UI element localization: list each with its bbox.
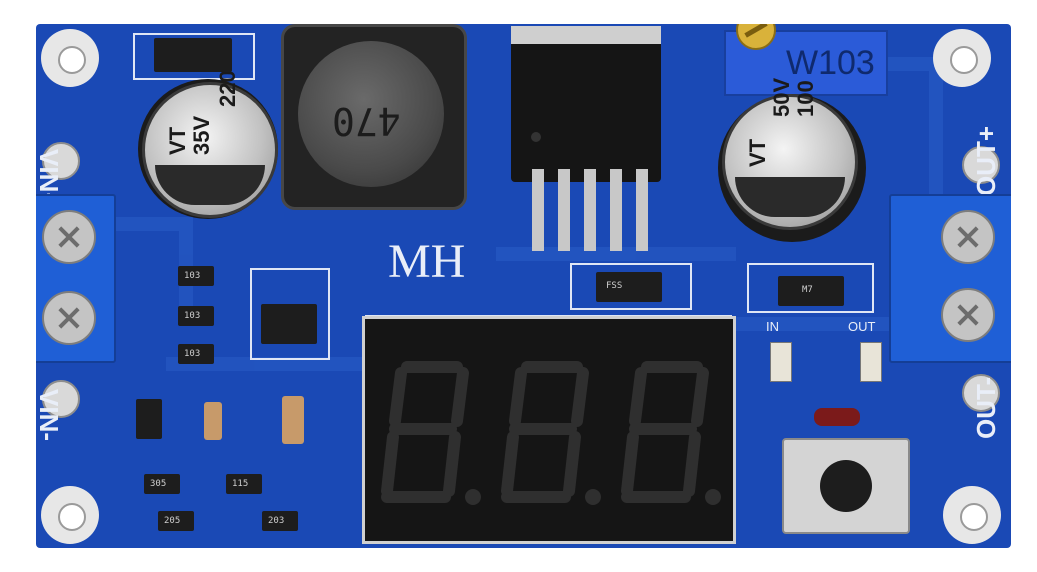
mounting-hole-bottom-right — [943, 486, 1001, 544]
label-out-led: OUT — [848, 319, 876, 334]
smd-component — [154, 38, 232, 72]
input-capacitor-voltage: 35V — [189, 115, 214, 155]
regulator-ic — [511, 26, 661, 182]
output-capacitor-value: 100 — [793, 80, 818, 117]
input-terminal-block[interactable] — [36, 194, 116, 363]
out-indicator-led — [860, 342, 882, 382]
seven-segment-display — [362, 316, 736, 544]
regulator-pin — [558, 169, 570, 251]
resistor: 115 — [226, 474, 262, 494]
potentiometer[interactable]: W103 — [724, 24, 888, 96]
mounting-hole-top-left — [41, 29, 99, 87]
ceramic-capacitor — [282, 396, 304, 444]
screw-icon[interactable] — [941, 288, 995, 342]
resistor: 305 — [144, 474, 180, 494]
regulator-pin — [584, 169, 596, 251]
resistor-marking: 305 — [150, 479, 167, 489]
label-vin-minus: VIN- — [36, 389, 64, 441]
label-in-led: IN — [766, 319, 779, 334]
output-capacitor-series: VT — [745, 138, 770, 167]
label-vout-minus: OUT- — [971, 376, 1001, 439]
wire-pad-vin-plus — [42, 142, 80, 180]
regulator-pin — [532, 169, 544, 251]
inductor: 470 — [281, 24, 467, 210]
resistor-marking: 203 — [268, 516, 285, 526]
resistor-marking: 103 — [184, 271, 201, 281]
mounting-hole-bottom-left — [41, 486, 99, 544]
label-vout-plus: OUT+ — [971, 125, 1001, 196]
screw-icon[interactable] — [941, 210, 995, 264]
diode: M7 — [778, 276, 844, 306]
resistor-marking: 115 — [232, 479, 249, 489]
push-button-cap[interactable] — [820, 460, 872, 512]
mode-push-button[interactable] — [782, 438, 910, 534]
resistor-marking: 205 — [164, 516, 181, 526]
schottky-diode: FSS — [596, 272, 662, 302]
potentiometer-screw-icon[interactable] — [736, 24, 776, 50]
transistor-sot23 — [136, 399, 162, 439]
resistor: 103 — [178, 344, 214, 364]
diode-marking: M7 — [802, 285, 813, 295]
resistor: 203 — [262, 511, 298, 531]
display-segments — [381, 361, 721, 505]
output-capacitor: 100 50V VT — [722, 78, 858, 230]
input-capacitor-value: 220 — [215, 70, 240, 107]
schottky-diode-marking: FSS — [606, 281, 623, 291]
ceramic-capacitor — [204, 402, 222, 440]
voltage-regulator-sot223 — [261, 304, 317, 344]
wire-pad-vout-plus — [962, 146, 1000, 184]
resistor-marking: 103 — [184, 349, 201, 359]
mounting-hole-top-right — [933, 29, 991, 87]
potentiometer-marking: W103 — [786, 44, 875, 82]
input-capacitor: 220 35V VT — [142, 70, 278, 218]
wire-pad-vin-minus — [42, 380, 80, 418]
screw-icon[interactable] — [42, 291, 96, 345]
brand-mark: MH — [388, 235, 466, 288]
output-terminal-block[interactable] — [889, 194, 1011, 363]
inductor-marking: 470 — [332, 99, 401, 143]
resistor: 103 — [178, 306, 214, 326]
in-indicator-led — [770, 342, 792, 382]
wire-pad-vout-minus — [962, 374, 1000, 412]
pcb-board: VIN+ VIN- OUT+ OUT- 220 35V VT 470 — [36, 24, 1011, 548]
resistor: 103 — [178, 266, 214, 286]
regulator-pin — [636, 169, 648, 251]
output-capacitor-voltage: 50V — [769, 77, 794, 117]
input-capacitor-series: VT — [165, 126, 190, 155]
resistor: 205 — [158, 511, 194, 531]
regulator-pin — [610, 169, 622, 251]
resistor-marking: 103 — [184, 311, 201, 321]
screw-icon[interactable] — [42, 210, 96, 264]
zener-diode — [814, 408, 860, 426]
